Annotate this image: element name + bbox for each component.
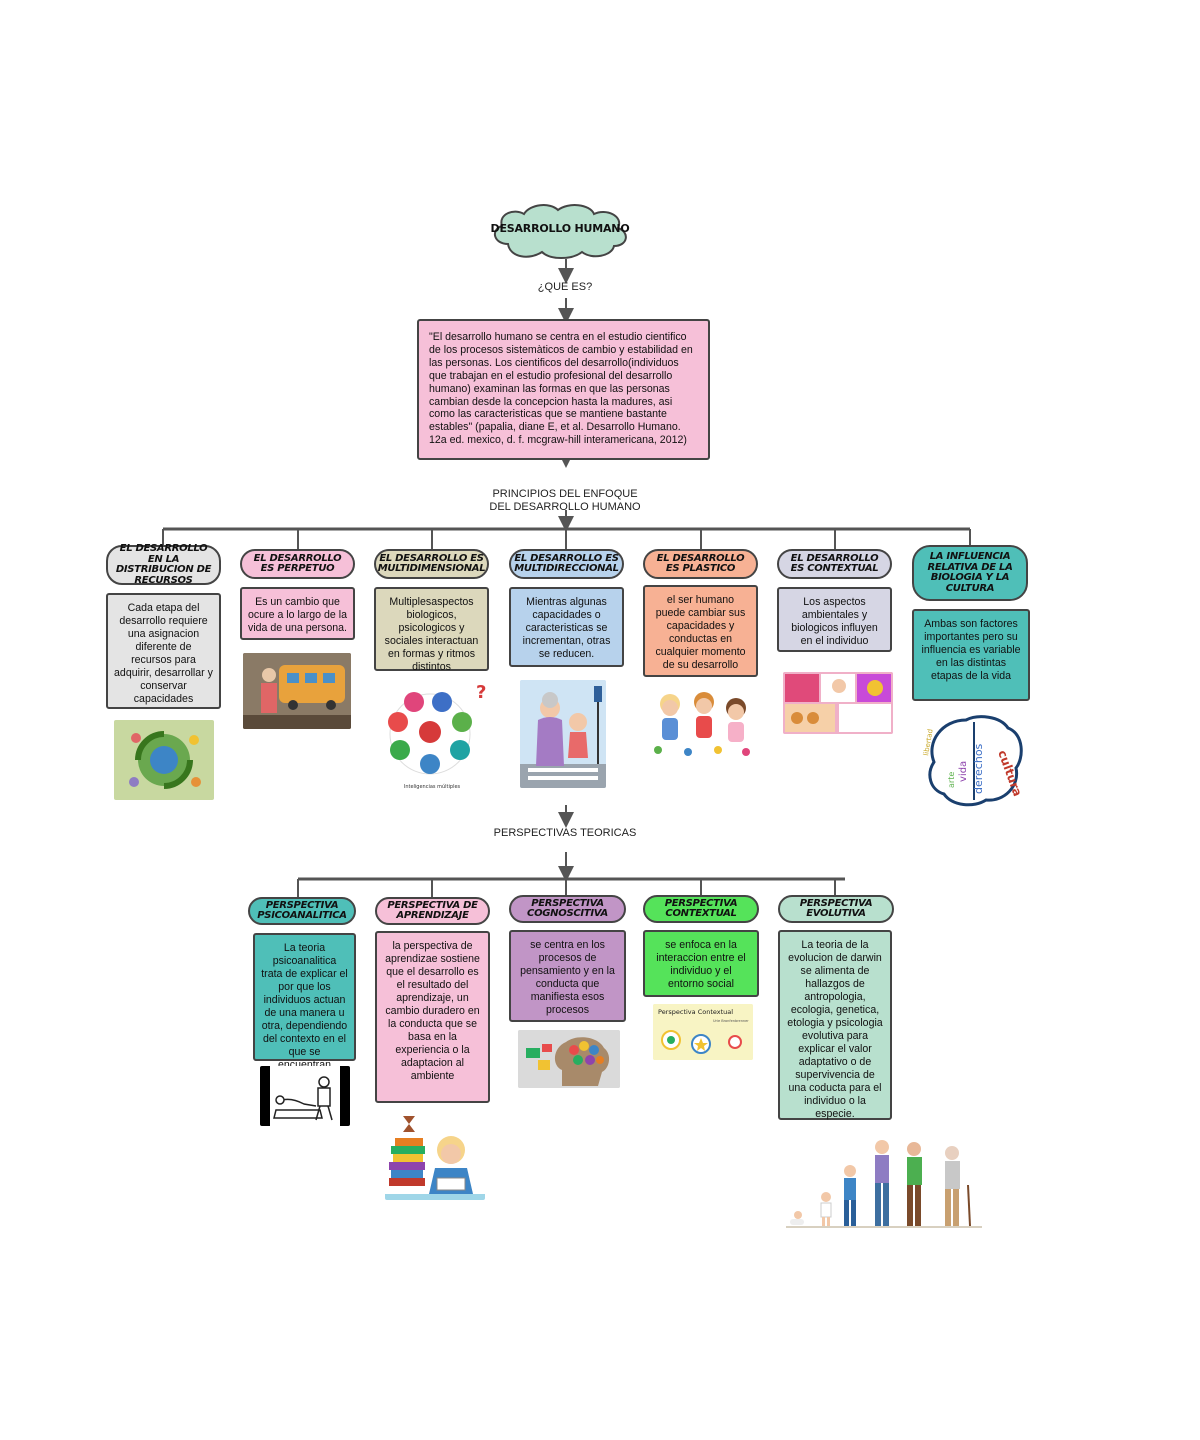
children-playing-image [648,686,756,760]
principle-box-recursos: Cada etapa del desarrollo requiere una a… [106,593,221,709]
definition-box: "El desarrollo humano se centra en el es… [417,319,710,460]
brain-word-vida: vida [958,761,969,782]
principle-pill-multidireccional: EL DESARROLLO ES MULTIDIRECCIONAL [509,549,624,579]
perspective-box-evolutiva: La teoria de la evolucion de darwin se a… [778,930,892,1120]
perspective-pill-aprendizaje: PERSPECTIVA DE APRENDIZAJE [375,897,490,925]
perspectives-heading: PERSPECTIVAS TEORICAS [493,827,637,839]
psychoanalysis-couch-image [260,1066,350,1126]
principle-box-multidireccional: Mientras algunas capacidades o caracteri… [509,587,624,667]
cloud-shape [493,204,627,259]
perspective-box-aprendizaje: la perspectiva de aprendizae sostiene qu… [375,931,490,1103]
mural-painting-image [243,653,351,729]
grandma-child-image [520,680,606,788]
question-label: ¿QUE ES? [537,281,593,293]
intelligences-caption: Inteligencias múltiples [404,783,461,790]
principle-pill-plastico: EL DESARROLLO ES PLASTICO [643,549,758,579]
principle-pill-recursos: EL DESARROLLO EN LA DISTRIBUCION DE RECU… [106,543,221,585]
principle-pill-perpetuo: EL DESARROLLO ES PERPETUO [240,549,355,579]
perspective-pill-psicoanalitica: PERSPECTIVA PSICOANALITICA [248,897,356,925]
main-title: DESARROLLO HUMANO [490,222,630,235]
learning-books-image [385,1108,485,1200]
perspective-box-psicoanalitica: La teoria psicoanalitica trata de explic… [253,933,356,1071]
cognitive-brain-image [518,1030,620,1088]
principle-box-multidimensional: Multiplesaspectos biologicos, psicologic… [374,587,489,673]
principle-box-plastico: el ser humano puede cambiar sus capacida… [643,585,758,677]
brain-word-arte: arte [947,772,956,788]
contextual-image-subtitle: Urie Bronfenbrenner [713,1019,749,1023]
principle-pill-biologia-cultura: LA INFLUENCIA RELATIVA DE LA BIOLOGIA Y … [912,545,1028,601]
principle-box-contextual: Los aspectos ambientales y biologicos in… [777,587,892,652]
principle-box-perpetuo: Es un cambio que ocure a lo largo de la … [240,587,355,640]
principle-box-biologia-cultura: Ambas son factores importantes pero su i… [912,609,1030,701]
contextual-collage-image [783,672,893,734]
perspective-pill-evolutiva: PERSPECTIVA EVOLUTIVA [778,895,894,923]
principle-pill-multidimensional: EL DESARROLLO ES MULTIDIMENSIONAL [374,549,489,579]
perspective-pill-contextual: PERSPECTIVA CONTEXTUAL [643,895,759,923]
human-evolution-image [786,1135,982,1231]
definition-text: "El desarrollo humano se centra en el es… [429,331,693,447]
contextual-image-title: Perspectiva Contextual [658,1008,733,1016]
resources-cycle-image [114,720,214,800]
brain-word-derechos: derechos [972,743,985,794]
multiple-intelligences-image: ? Inteligencias múltiples [378,680,486,792]
perspective-pill-cognoscitiva: PERSPECTIVA COGNOSCITIVA [509,895,626,923]
perspective-box-contextual: se enfoca en la interaccion entre el ind… [643,930,759,997]
principle-pill-contextual: EL DESARROLLO ES CONTEXTUAL [777,549,892,579]
principles-heading: PRINCIPIOS DEL ENFOQUE DEL DESARROLLO HU… [489,488,641,513]
perspective-box-cognoscitiva: se centra en los procesos de pensamiento… [509,930,626,1022]
svg-text:?: ? [476,682,486,703]
